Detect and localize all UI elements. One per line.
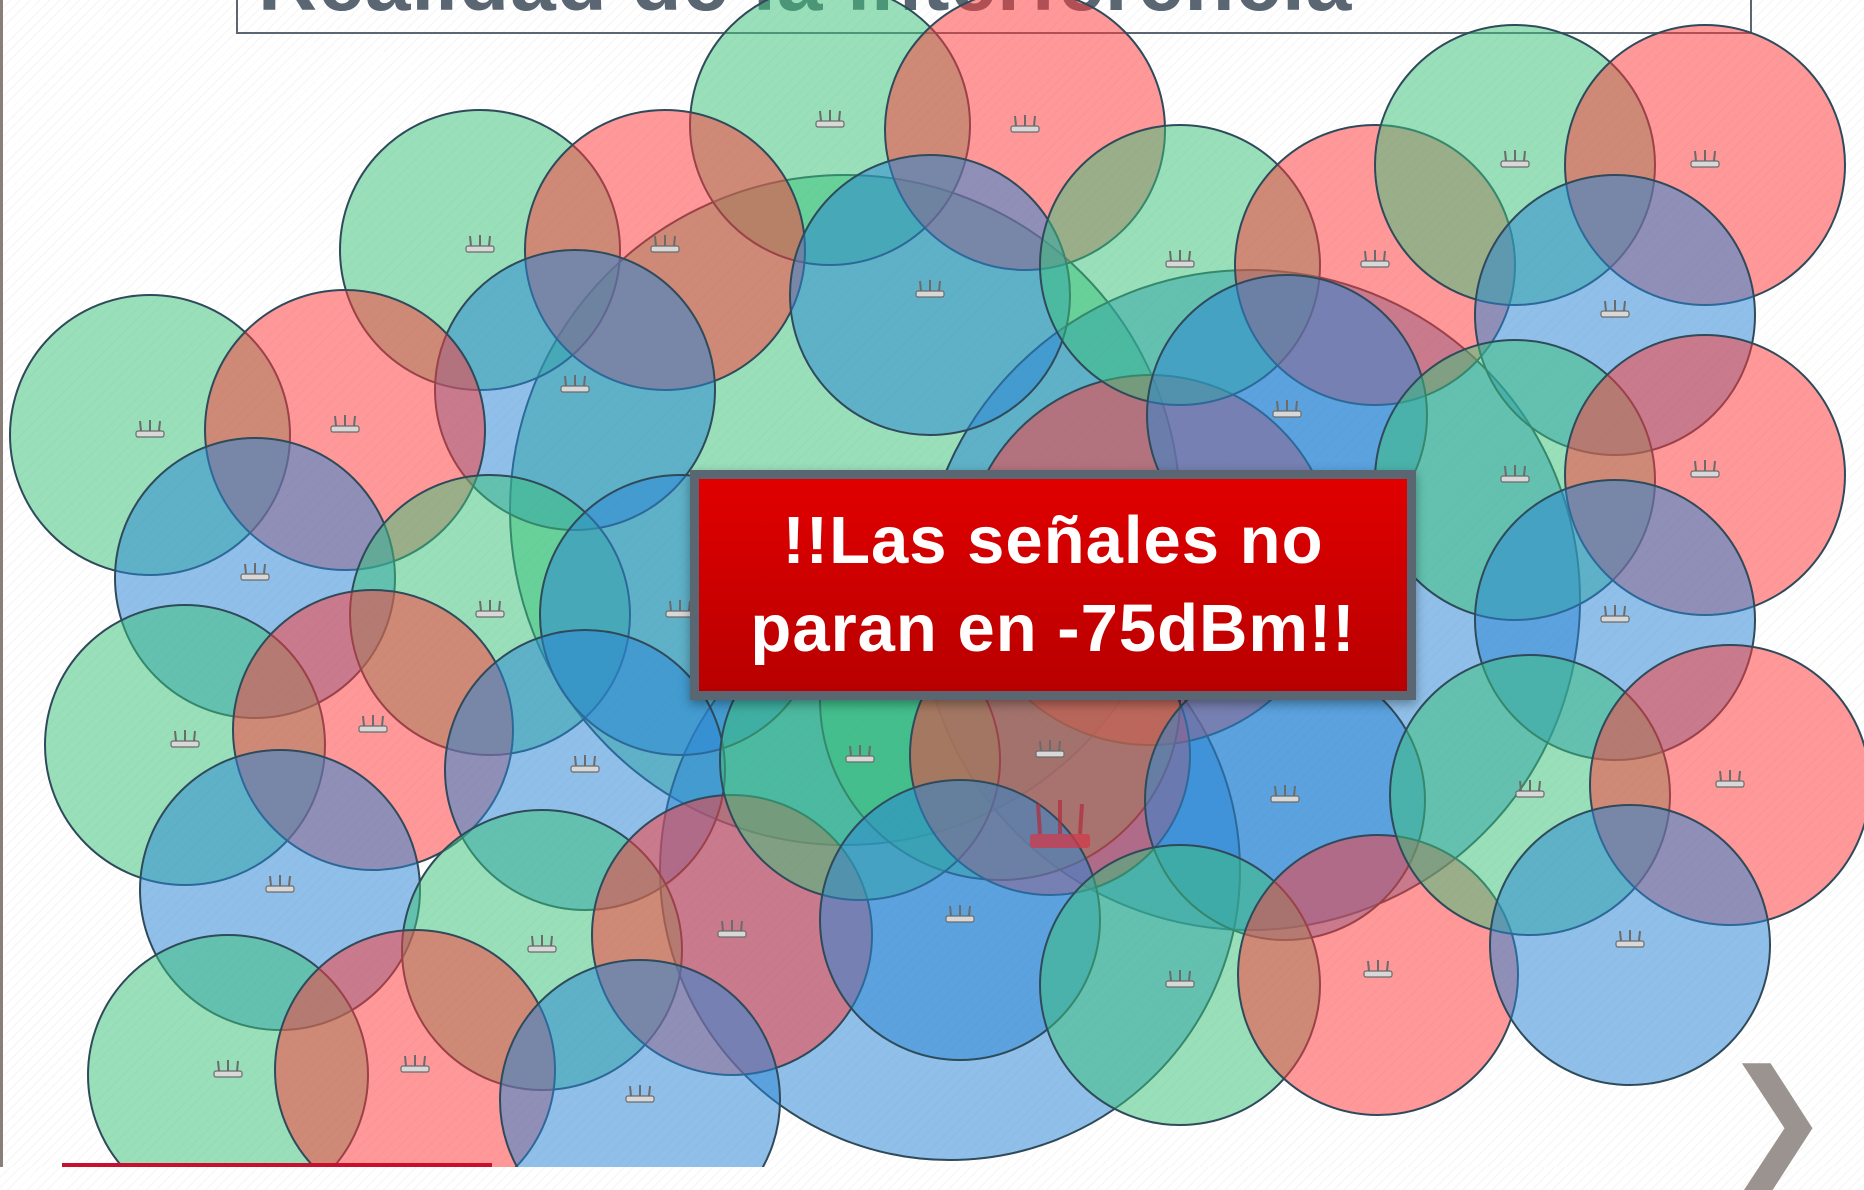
wifi-router-icon [330,414,360,433]
wifi-router-icon [1515,779,1545,798]
left-rule [0,0,3,1167]
next-slide-arrow-icon[interactable]: ❯ [1722,1044,1831,1190]
wifi-router-icon [1690,149,1720,168]
wifi-router-icon [527,934,557,953]
wifi-router-icon [560,374,590,393]
wifi-router-icon [213,1059,243,1078]
wifi-router-icon [1360,249,1390,268]
wifi-router-icon [625,1084,655,1103]
wifi-router-icon [717,919,747,938]
wifi-router-icon [915,279,945,298]
wifi-router-icon [400,1054,430,1073]
wifi-router-icon [815,109,845,128]
wifi-router-icon [1500,149,1530,168]
central-router-icon [1030,800,1090,848]
warning-callout: !!Las señales no paran en -75dBm!! [690,470,1416,700]
wifi-router-icon [475,599,505,618]
wifi-router-icon [135,419,165,438]
wifi-router-icon [570,754,600,773]
wifi-router-icon [1010,114,1040,133]
wifi-router-icon [1165,249,1195,268]
wifi-router-icon [170,729,200,748]
wifi-router-icon [1500,464,1530,483]
wifi-router-icon [945,904,975,923]
wifi-router-icon [1270,784,1300,803]
wifi-router-icon [358,714,388,733]
wifi-router-icon [265,874,295,893]
wifi-router-icon [465,234,495,253]
wifi-router-icon [1165,969,1195,988]
wifi-router-icon [240,562,270,581]
wifi-router-icon [1035,739,1065,758]
wifi-router-icon [845,744,875,763]
wifi-router-icon [1363,959,1393,978]
wifi-router-icon [1715,769,1745,788]
footer-accent-bar [62,1163,492,1167]
wifi-router-icon [650,234,680,253]
wifi-router-icon [1600,299,1630,318]
wifi-router-icon [1600,604,1630,623]
wifi-router-icon [1272,399,1302,418]
wifi-router-icon [1615,929,1645,948]
wifi-router-icon [1690,459,1720,478]
coverage-cell [499,959,781,1167]
callout-text: !!Las señales no paran en -75dBm!! [750,503,1356,666]
